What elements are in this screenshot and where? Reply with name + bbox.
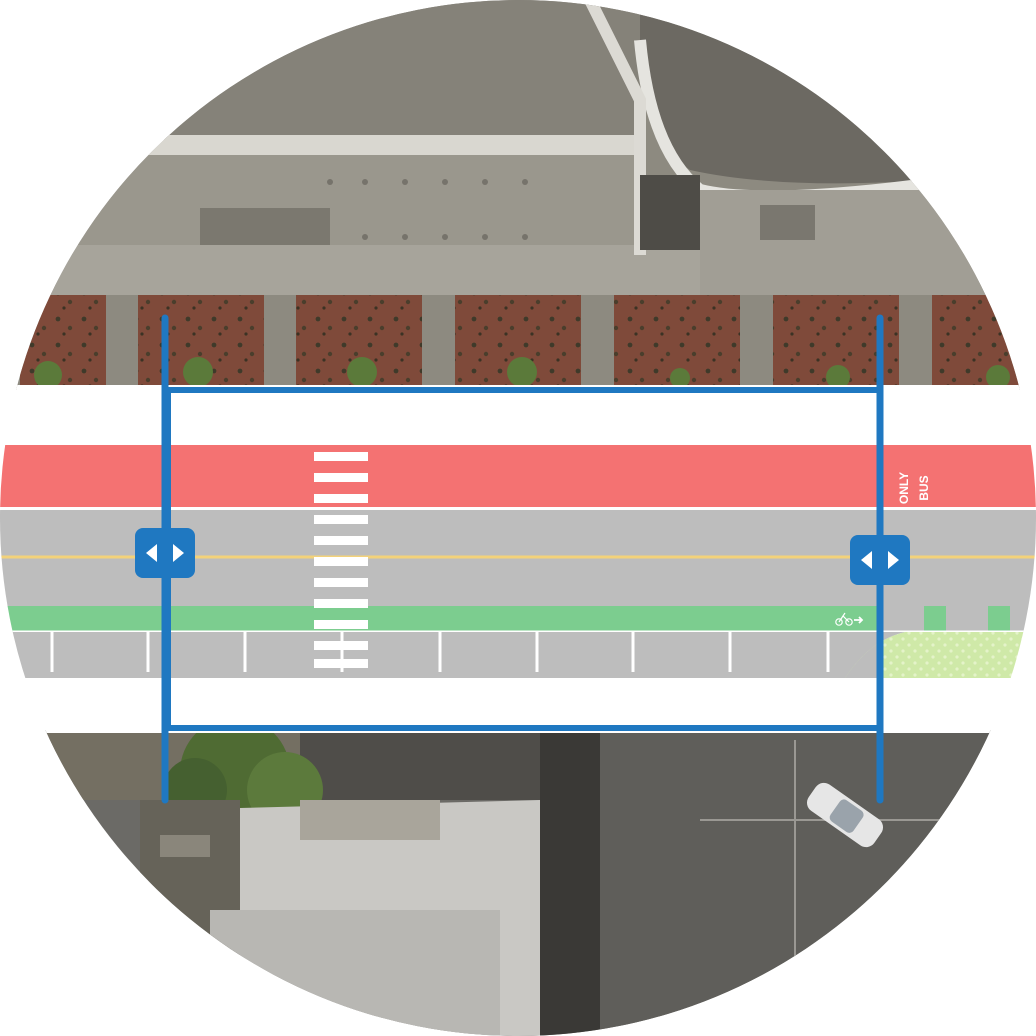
right-resize-handle[interactable]: [850, 535, 910, 585]
south-sidewalk[interactable]: [0, 678, 1036, 733]
segment-selection: [135, 314, 910, 804]
parked-car: [806, 782, 884, 848]
left-resize-handle[interactable]: [135, 528, 195, 578]
crosswalk[interactable]: [314, 452, 368, 668]
bike-arrow-symbol: [835, 612, 864, 626]
resize-arrows-icon: [861, 551, 899, 569]
bus-only-word-1: ONLY: [897, 472, 911, 504]
curb-extension[interactable]: [845, 632, 1036, 678]
north-sidewalk[interactable]: [0, 385, 1036, 445]
bus-only-marking: ONLY BUS: [897, 472, 931, 504]
bus-lane[interactable]: [0, 445, 1036, 507]
bus-only-word-2: BUS: [917, 475, 931, 500]
bike-lane[interactable]: [0, 606, 880, 632]
resize-arrows-icon: [146, 544, 184, 562]
planter-row: [20, 295, 1036, 389]
parking-stall-lines: [50, 632, 830, 672]
